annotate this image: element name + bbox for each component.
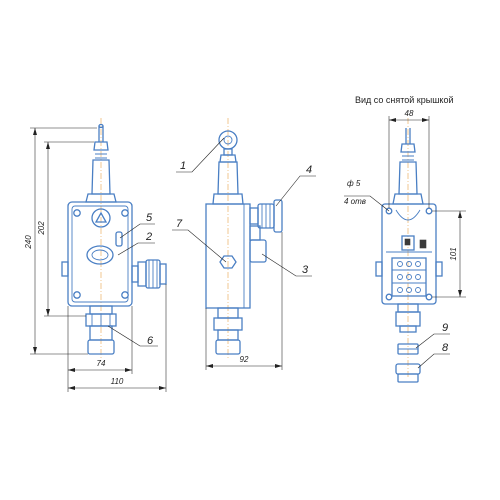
callout-7: 7 [176, 218, 183, 230]
open-view-callouts: 9 8 [415, 322, 450, 369]
callout-9: 9 [442, 322, 448, 334]
dim-110-label: 110 [111, 377, 124, 386]
view-title: Вид со снятой крышкой [355, 95, 454, 105]
front-view [61, 118, 167, 360]
dim-240-label: 240 [24, 235, 33, 250]
side-view [205, 118, 283, 360]
callout-1: 1 [180, 160, 186, 172]
callout-2: 2 [145, 231, 152, 243]
callout-5: 5 [146, 212, 153, 224]
dim-202-label: 202 [37, 221, 46, 236]
front-view-callouts: 5 2 6 [107, 212, 158, 347]
hole-count-label: 4 отв [344, 197, 366, 206]
dim-92-label: 92 [240, 355, 249, 364]
callout-6: 6 [147, 335, 154, 347]
dim-48-label: 48 [405, 109, 414, 118]
open-view [375, 118, 443, 383]
hole-dia-label: ф 5 [347, 179, 361, 188]
open-view-dimensions: 48 101 ф 5 4 отв [344, 109, 466, 298]
terminal-screws [397, 261, 421, 293]
dim-74-label: 74 [97, 359, 106, 368]
callout-4: 4 [306, 164, 312, 176]
front-view-dimensions: 240 202 74 110 [24, 127, 167, 392]
callout-8: 8 [442, 342, 449, 354]
callout-3: 3 [302, 264, 309, 276]
side-view-dimensions: 92 [205, 232, 283, 370]
dim-101-label: 101 [449, 247, 458, 260]
side-view-callouts: 1 7 4 3 [172, 137, 316, 277]
